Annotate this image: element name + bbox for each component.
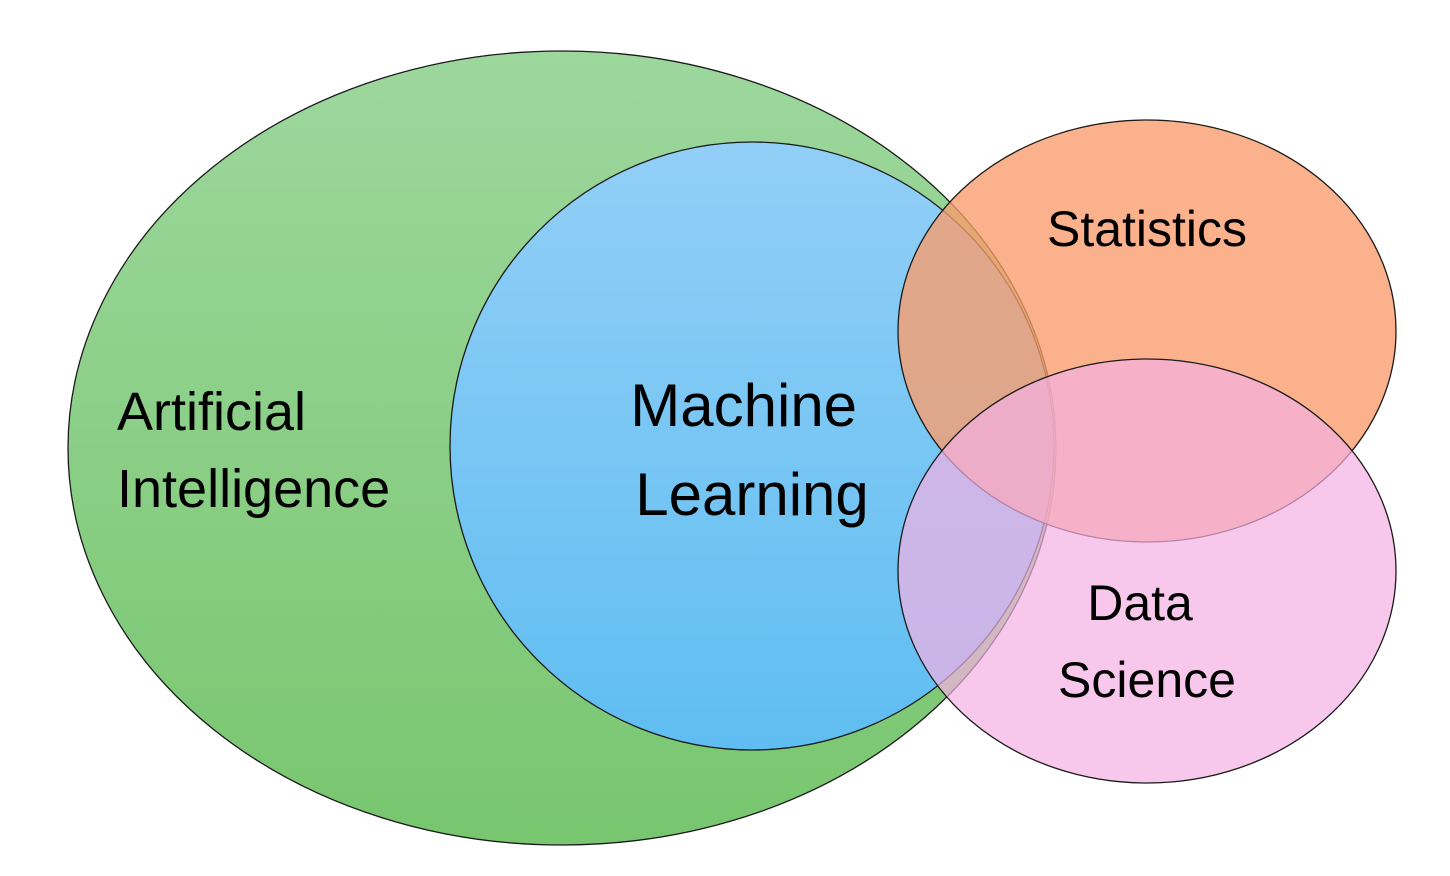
ml-label-line-1: Machine [630,372,857,439]
ml-label-line-2: Learning [635,461,869,528]
statistics-label-line-1: Statistics [1047,201,1247,257]
data-science-label-line-1: Data [1087,575,1193,631]
ai-label-line-1: Artificial [117,382,306,442]
ml-label: Machine Learning [630,372,873,528]
ai-label-line-2: Intelligence [117,459,390,519]
statistics-label: Statistics [1047,201,1247,257]
ai-label: Artificial Intelligence [117,382,390,519]
data-science-ellipse [897,358,1397,784]
data-science-label: Data Science [1058,575,1236,708]
data-science-label-line-2: Science [1058,652,1236,708]
